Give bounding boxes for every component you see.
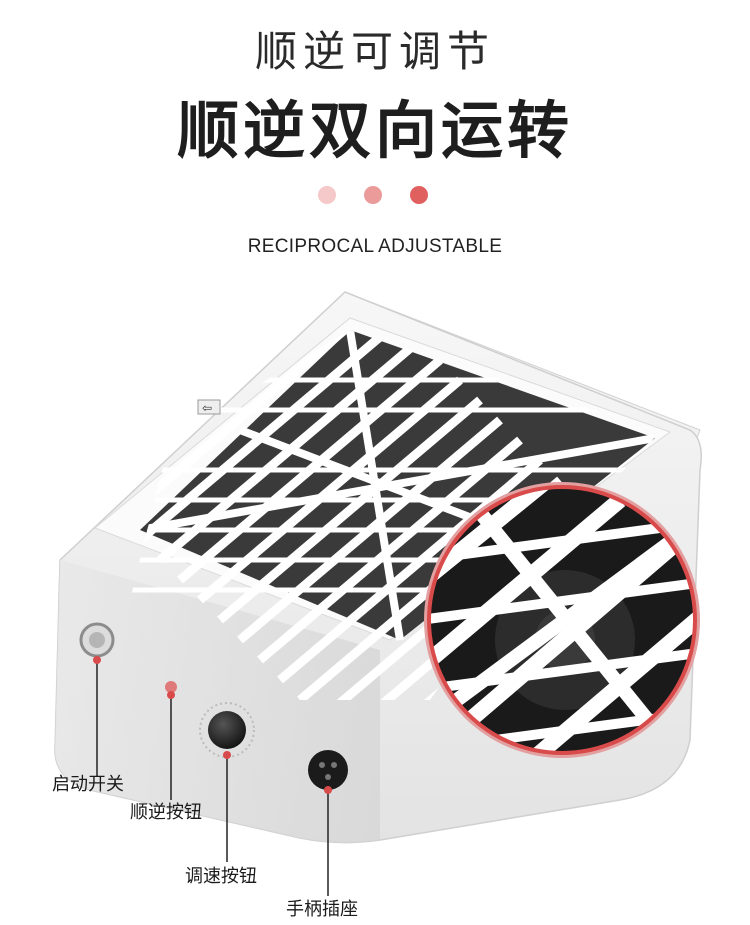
handle-socket-pin-2 xyxy=(331,762,337,768)
callout-dot-speed xyxy=(223,751,231,759)
page-title: 顺逆双向运转 xyxy=(176,94,573,167)
handle-socket-pin-1 xyxy=(319,762,325,768)
label-handle-socket: 手柄插座 xyxy=(286,899,358,920)
zoom-detail xyxy=(430,488,694,752)
handle-socket[interactable] xyxy=(308,750,348,790)
label-speed-knob: 调速按钮 xyxy=(185,866,257,887)
callout-dot-direction xyxy=(167,691,175,699)
arrow-indicator xyxy=(197,399,221,415)
power-switch-center xyxy=(89,632,105,648)
zoom-detail-ring xyxy=(427,485,697,755)
speed-knob[interactable] xyxy=(208,711,246,749)
label-direction-button: 顺逆按钮 xyxy=(130,802,202,823)
arrow-icon: ⇦ xyxy=(202,401,212,415)
decor-dot-3 xyxy=(410,186,428,204)
decor-dots xyxy=(318,186,438,206)
page-subtitle: 顺逆可调节 xyxy=(254,27,495,76)
handle-socket-pin-3 xyxy=(325,774,331,780)
decor-dot-1 xyxy=(318,186,336,204)
speed-knob-ring xyxy=(199,702,255,758)
english-caption: RECIPROCAL ADJUSTABLE xyxy=(247,236,503,257)
direction-button[interactable] xyxy=(165,681,177,693)
decor-dot-2 xyxy=(364,186,382,204)
callout-dot-power xyxy=(93,656,101,664)
callout-dot-socket xyxy=(324,786,332,794)
label-power-switch: 启动开关 xyxy=(52,774,124,795)
